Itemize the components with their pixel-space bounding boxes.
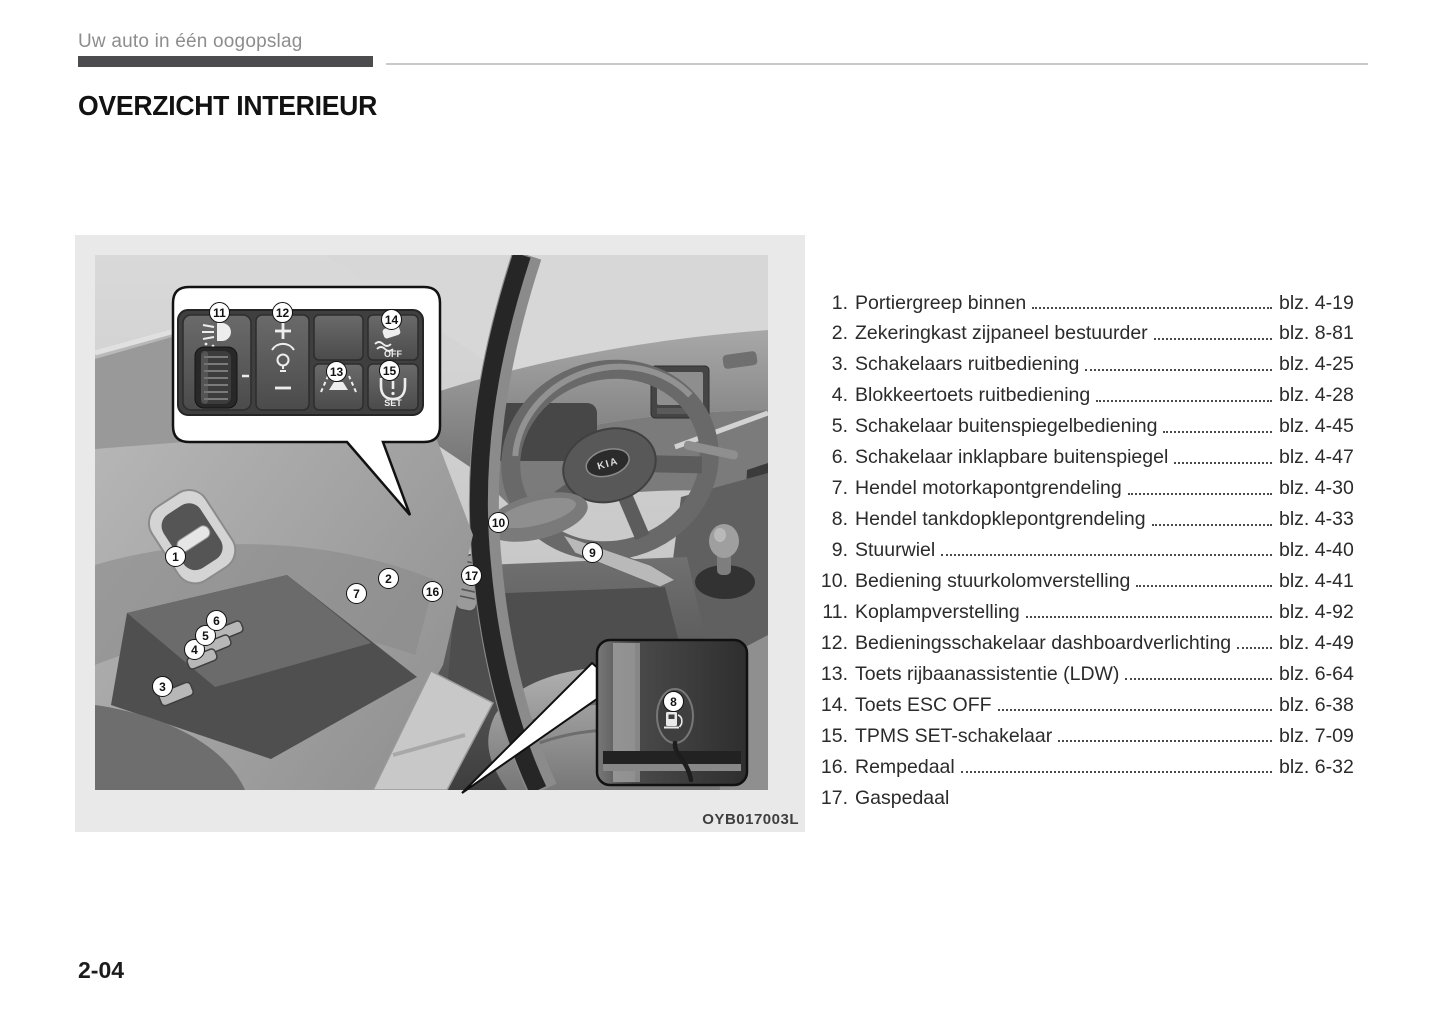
page-title: OVERZICHT INTERIEUR bbox=[78, 90, 378, 121]
figure-code: OYB017003L bbox=[702, 811, 799, 828]
callout-5: 5 bbox=[195, 625, 216, 646]
callout-1: 1 bbox=[165, 546, 186, 567]
callout-8: 8 bbox=[663, 691, 684, 712]
interior-figure: KIA bbox=[75, 235, 805, 832]
section-label: Uw auto in één oogopslag bbox=[78, 31, 303, 52]
callout-14: 14 bbox=[381, 309, 402, 330]
page-number: 2-04 bbox=[78, 957, 125, 983]
headlight-level-icon bbox=[202, 323, 231, 348]
svg-text:OFF: OFF bbox=[384, 349, 402, 359]
control-panel-inset: OFF SET bbox=[171, 285, 442, 516]
callout-10: 10 bbox=[488, 512, 509, 533]
fuel-door-inset bbox=[461, 638, 749, 794]
leveling-thumbwheel bbox=[194, 346, 249, 409]
section-underline-bar bbox=[78, 56, 373, 67]
callout-11: 11 bbox=[209, 302, 230, 323]
svg-text:SET: SET bbox=[384, 398, 402, 408]
callout-17: 17 bbox=[461, 565, 482, 586]
ldw-icon bbox=[320, 375, 357, 393]
callout-7: 7 bbox=[346, 583, 367, 604]
window-switches bbox=[158, 620, 244, 707]
callout-12: 12 bbox=[272, 302, 293, 323]
toc-item: 13.Toets rijbaanassistentie (LDW)blz. 6-… bbox=[820, 662, 1354, 685]
callout-2: 2 bbox=[378, 568, 399, 589]
toc-item: 12.Bedieningsschakelaar dashboardverlich… bbox=[820, 631, 1354, 654]
toc-item: 17.Gaspedaal bbox=[820, 786, 950, 809]
callout-13: 13 bbox=[326, 361, 347, 382]
dash-illumination-icon bbox=[271, 323, 295, 390]
callout-9: 9 bbox=[582, 542, 603, 563]
callout-6: 6 bbox=[206, 610, 227, 631]
callout-3: 3 bbox=[152, 676, 173, 697]
callout-16: 16 bbox=[422, 581, 443, 602]
fuel-pump-icon bbox=[664, 712, 683, 729]
callout-15: 15 bbox=[379, 360, 400, 381]
interior-illustration: KIA bbox=[75, 235, 805, 832]
tpms-set-icon: SET bbox=[379, 378, 407, 408]
header-rule bbox=[386, 63, 1368, 65]
